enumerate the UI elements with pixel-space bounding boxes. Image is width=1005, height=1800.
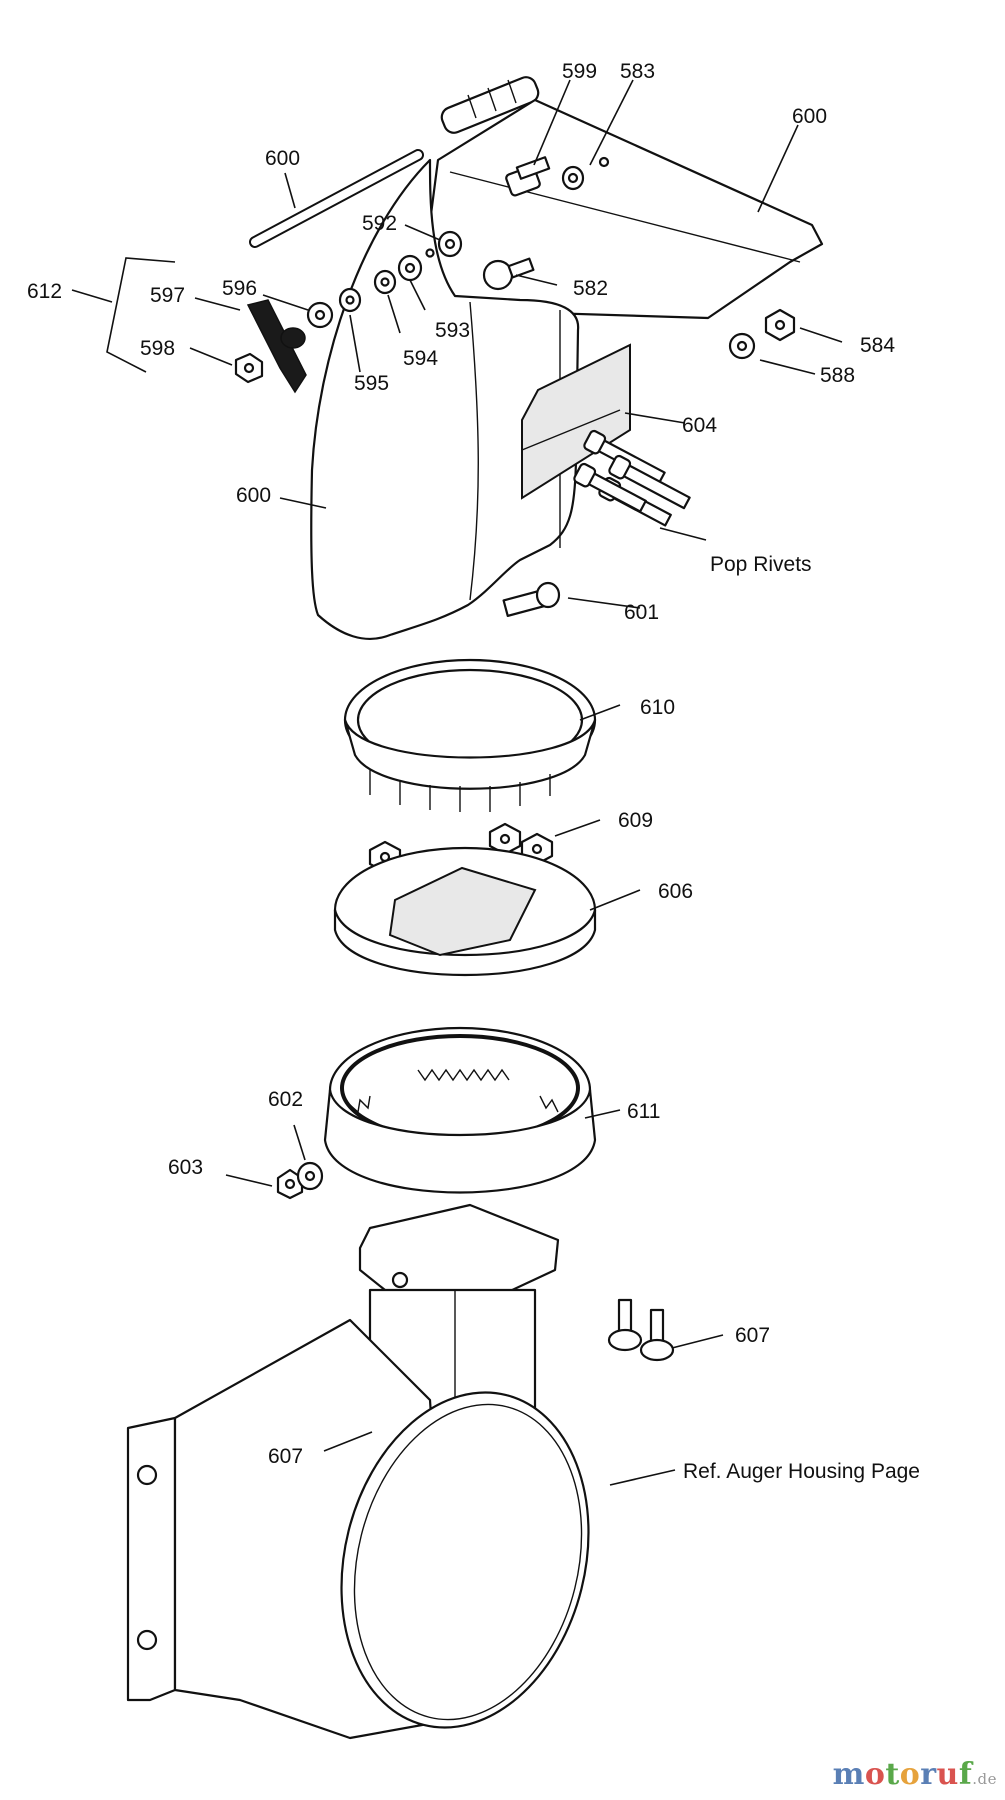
watermark-letter: o bbox=[899, 1757, 921, 1792]
label-600-rod: 600 bbox=[265, 147, 300, 170]
label-pop-rivets: Pop Rivets bbox=[710, 553, 812, 576]
bolt-601 bbox=[502, 581, 561, 618]
hinge bbox=[440, 76, 540, 134]
label-594: 594 bbox=[403, 347, 438, 370]
bolt-599 bbox=[505, 156, 551, 197]
deflector-600 bbox=[418, 98, 824, 320]
nut-603 bbox=[276, 1168, 304, 1200]
label-583: 583 bbox=[620, 60, 655, 83]
bolt-582 bbox=[482, 257, 535, 291]
rod-600 bbox=[249, 149, 424, 248]
gear-ring-611 bbox=[323, 1026, 597, 1194]
label-602: 602 bbox=[268, 1088, 303, 1111]
label-600-chute: 600 bbox=[236, 484, 271, 507]
watermark-text: motoruf bbox=[833, 1757, 973, 1792]
bracket-612 bbox=[106, 257, 176, 373]
label-592: 592 bbox=[362, 212, 397, 235]
label-610: 610 bbox=[640, 696, 675, 719]
label-588: 588 bbox=[820, 364, 855, 387]
watermark-logo: motoruf.de bbox=[833, 1757, 997, 1792]
label-606: 606 bbox=[658, 880, 693, 903]
pop-rivets bbox=[573, 429, 691, 527]
label-ref-auger-housing: Ref. Auger Housing Page bbox=[683, 1460, 920, 1483]
label-584: 584 bbox=[860, 334, 895, 357]
label-603: 603 bbox=[168, 1156, 203, 1179]
label-611: 611 bbox=[627, 1100, 660, 1123]
label-612: 612 bbox=[27, 280, 62, 303]
watermark-letter: t bbox=[885, 1757, 900, 1792]
label-582: 582 bbox=[573, 277, 608, 300]
label-599: 599 bbox=[562, 60, 597, 83]
label-600-deflector: 600 bbox=[792, 105, 827, 128]
ring-610 bbox=[343, 658, 597, 812]
chute-deflector-group bbox=[106, 76, 824, 640]
watermark-letter: u bbox=[936, 1757, 959, 1792]
watermark-letter: r bbox=[920, 1757, 937, 1792]
plate-604 bbox=[521, 343, 631, 500]
watermark-letter: m bbox=[832, 1757, 865, 1792]
label-593: 593 bbox=[435, 319, 470, 342]
label-598: 598 bbox=[140, 337, 175, 360]
label-596: 596 bbox=[222, 277, 257, 300]
wing-knob-597 bbox=[246, 299, 307, 394]
plate-606 bbox=[333, 846, 597, 976]
label-604: 604 bbox=[682, 414, 717, 437]
watermark-letter: o bbox=[864, 1757, 886, 1792]
watermark-tld: .de bbox=[972, 1770, 997, 1788]
callout-labels: 599 583 600 600 592 612 596 597 582 593 … bbox=[27, 60, 920, 1483]
watermark-letter: f bbox=[958, 1757, 973, 1792]
auger-housing-outlet bbox=[126, 1318, 590, 1740]
label-597: 597 bbox=[150, 284, 185, 307]
label-607-left: 607 bbox=[268, 1445, 303, 1468]
label-607-right: 607 bbox=[735, 1324, 770, 1347]
leader-lines bbox=[71, 79, 843, 1486]
label-609: 609 bbox=[618, 809, 653, 832]
label-595: 595 bbox=[354, 372, 389, 395]
base-mount bbox=[358, 1203, 560, 1412]
label-601: 601 bbox=[624, 601, 659, 624]
